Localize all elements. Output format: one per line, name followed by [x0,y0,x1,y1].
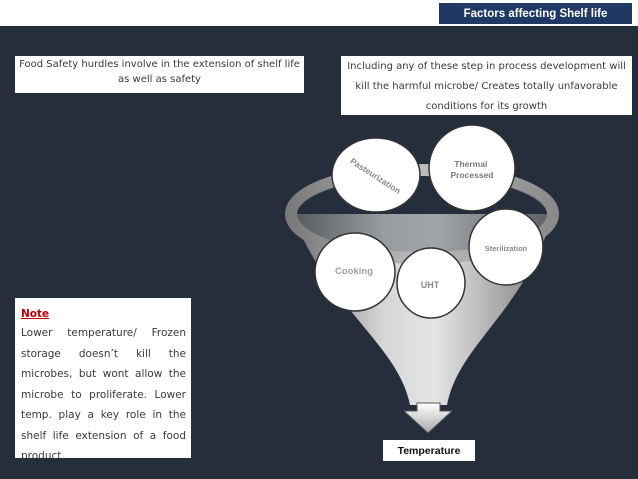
sterilization-circle [468,208,544,286]
cooking-label: Cooking [335,266,373,277]
slide-title: Factors affecting Shelf life [439,3,632,24]
note-title: Note [21,308,50,320]
temperature-box: Temperature [383,440,475,461]
temperature-arrow [402,402,454,434]
thermal-processed-label: Thermal Processed [451,159,494,180]
pasteurization-circle [331,137,421,213]
note-textbox: Note Lower temperature/ Frozen storage d… [15,298,191,462]
cooking-circle [314,232,396,312]
uht-circle [396,247,466,319]
note-body: Lower temperature/ Frozen storage doesn’… [21,327,186,462]
sterilization-label: Sterilization [485,244,528,253]
process-development-textbox: Including any of these step in process d… [341,56,632,115]
thermal-processed-circle [428,124,516,212]
food-safety-textbox: Food Safety hurdles involve in the exten… [15,56,304,93]
uht-label: UHT [421,280,440,290]
